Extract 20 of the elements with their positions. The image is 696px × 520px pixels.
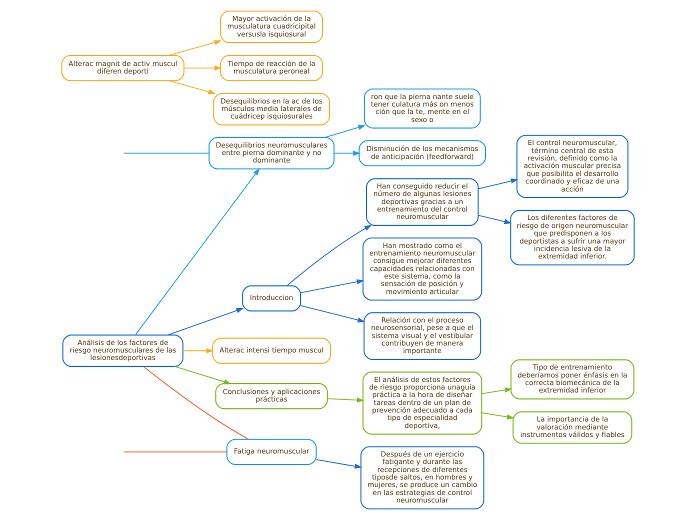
- arrow: [286, 224, 372, 286]
- arrow: [167, 308, 244, 336]
- arrow: [478, 178, 518, 190]
- arrow: [134, 168, 260, 336]
- arrow: [184, 65, 222, 71]
- arrow: [174, 366, 232, 384]
- arrow: [182, 348, 214, 354]
- arrow: [168, 40, 222, 56]
- arrow: [316, 459, 362, 469]
- arrow: [478, 214, 512, 224]
- arrow: [168, 80, 216, 94]
- connector: [123, 152, 210, 154]
- connector: [143, 366, 249, 440]
- arrow: [327, 398, 364, 403]
- arrow: [481, 387, 512, 394]
- arrow: [300, 279, 364, 294]
- arrow: [324, 124, 366, 138]
- arrow: [481, 412, 514, 420]
- arrow: [300, 305, 366, 323]
- arrow: [334, 150, 360, 156]
